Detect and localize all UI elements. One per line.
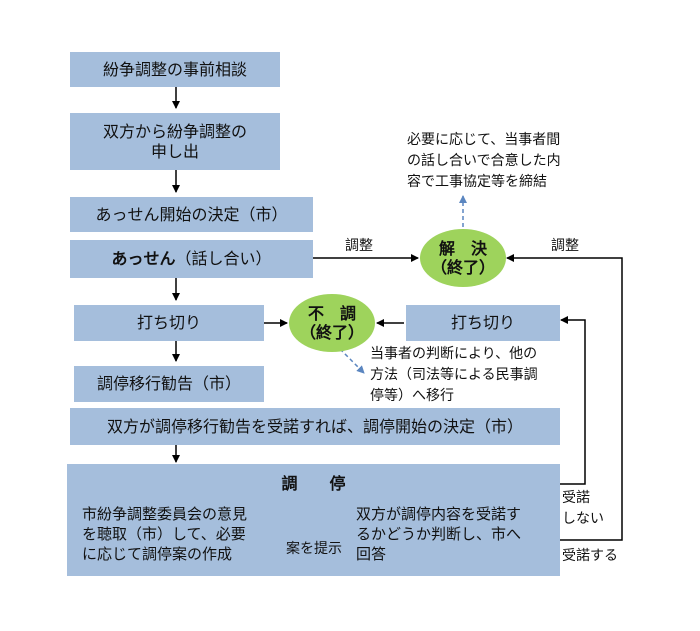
conciliation-box: 調 停 市紛争調整委員会の意見 を聴取（市）して、必要 に応じて調停案の作成 案… xyxy=(67,464,560,576)
fail-ellipse: 不 調 （終了） xyxy=(289,294,375,352)
fail-note: 当事者の判断により、他の 方法（司法等による民事調 停等）へ移行 xyxy=(370,346,538,404)
conciliation-left-text: 市紛争調整委員会の意見 を聴取（市）して、必要 に応じて調停案の作成 xyxy=(82,505,248,563)
right-cutoff-box: 打ち切り xyxy=(406,305,560,341)
label-accept: 受諾する xyxy=(562,548,618,564)
resolve-ellipse: 解 決 （終了） xyxy=(420,229,506,287)
dashed-arrow-fail-note xyxy=(339,348,365,374)
step-conciliation-start: 双方が調停移行勧告を受諾すれば、調停開始の決定（市） xyxy=(70,408,560,445)
arrow-accept xyxy=(506,254,623,541)
arrow-not-accept xyxy=(560,316,586,485)
step-cutoff: 打ち切り xyxy=(74,305,264,341)
step-mediation-talks: あっせん （話し合い） xyxy=(70,240,313,278)
conciliation-title: 調 停 xyxy=(281,474,346,493)
label-adjust-left: 調整 xyxy=(345,238,373,254)
resolve-note: 必要に応じて、当事者間 の話し合いで合意した内 容で工事協定等を締結 xyxy=(407,132,561,190)
label-not-accept: 受諾 しない xyxy=(562,490,604,527)
step-mediation-start: あっせん開始の決定（市） xyxy=(70,197,313,232)
mediation-talks-rest: （話し合い） xyxy=(175,249,272,268)
mediation-talks-bold: あっせん xyxy=(111,249,176,268)
present-proposal-label: 案を提示 xyxy=(286,541,342,557)
step-application: 双方から紛争調整の 申し出 xyxy=(70,113,280,170)
step-pre-consultation: 紛争調整の事前相談 xyxy=(70,52,280,87)
step-conciliation-recommendation: 調停移行勧告（市） xyxy=(74,366,264,402)
conciliation-right-text: 双方が調停内容を受諾す るかどうか判断し、市へ 回答 xyxy=(356,505,522,563)
label-adjust-right: 調整 xyxy=(551,238,579,254)
